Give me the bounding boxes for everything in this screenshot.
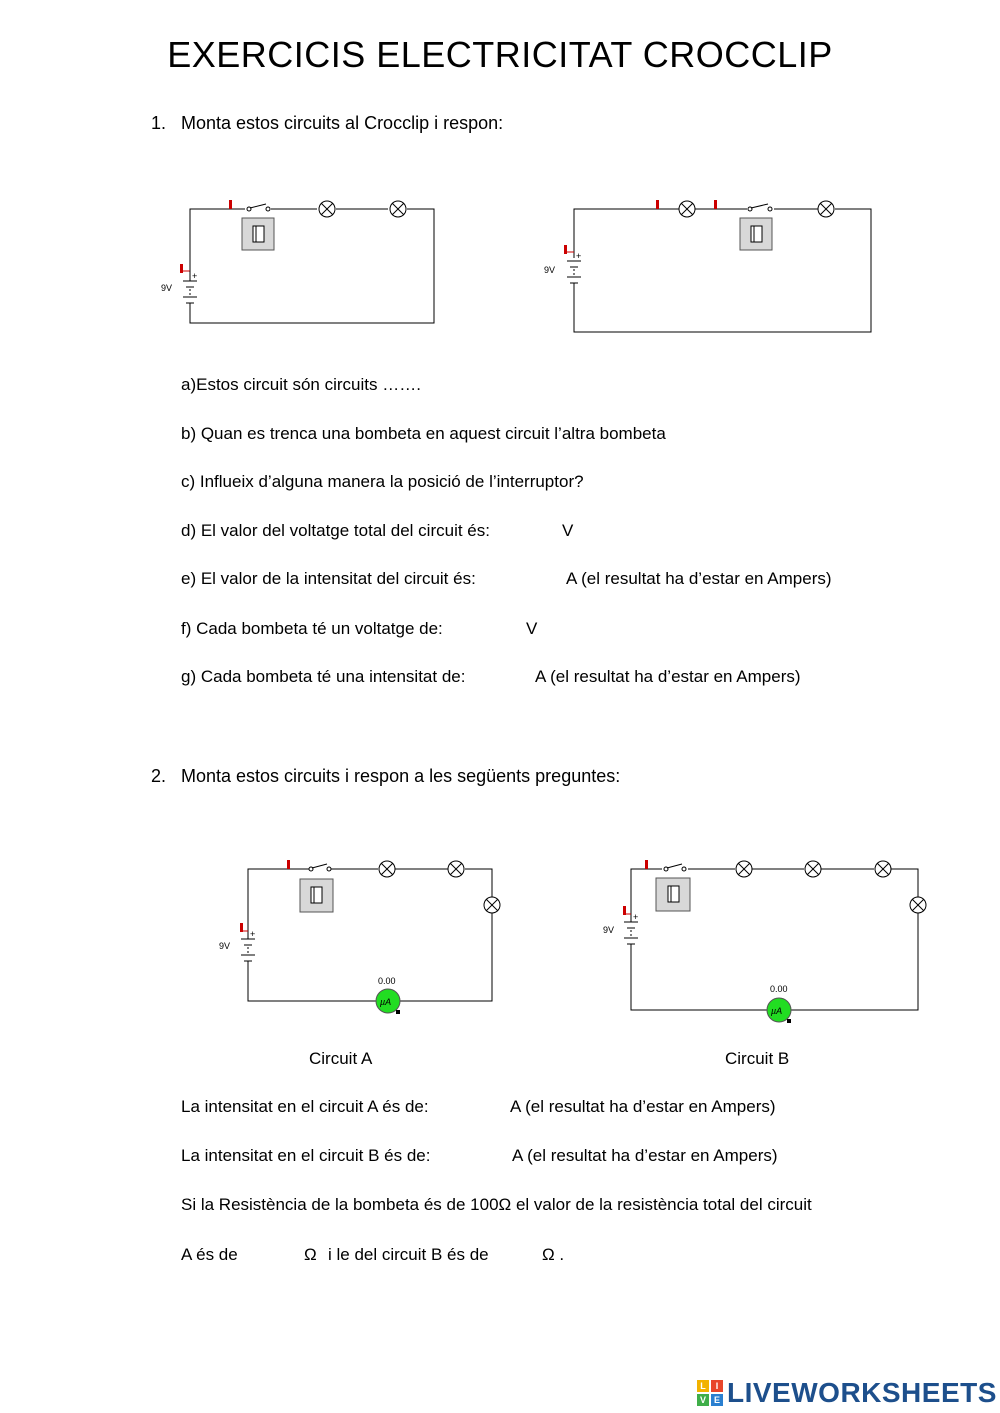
q1-item-d-unit: V (562, 521, 574, 540)
caption-circuit-a: Circuit A (309, 1049, 373, 1068)
q2-resistance-line: Si la Resistència de la bombeta és de 10… (181, 1195, 812, 1214)
logo-text: LIVEWORKSHEETS (727, 1377, 997, 1408)
q1-item-g: g) Cada bombeta té una intensitat de: (181, 667, 466, 686)
bulb-icon (909, 896, 927, 914)
bulb-icon (817, 200, 835, 218)
probe-marker (645, 860, 648, 869)
q1-item-c: c) Influeix d’alguna manera la posició d… (181, 472, 584, 491)
bulb-icon (735, 860, 753, 878)
q2-line-a: La intensitat en el circuit A és de: (181, 1097, 429, 1116)
battery-icon (180, 264, 197, 307)
q2-final-a: A és de (181, 1245, 238, 1264)
q2-final-mid: i le del circuit B és de (328, 1245, 489, 1264)
q1-number: 1. (151, 113, 167, 133)
circuit-b: + 9V 0.00 µA (603, 860, 927, 1023)
bulb-icon (389, 200, 407, 218)
q2-line-b: La intensitat en el circuit B és de: (181, 1146, 431, 1165)
bulb-icon (447, 860, 465, 878)
q1-text: Monta estos circuits al Crocclip i respo… (181, 113, 504, 133)
q1-item-f: f) Cada bombeta té un voltatge de: (181, 619, 443, 638)
switch-toggle-icon (655, 877, 691, 912)
circuit-1-right: + 9V (544, 200, 872, 333)
meter-unit: µA (380, 997, 391, 1007)
meter-reading: 0.00 (378, 976, 396, 986)
battery-plus: + (192, 271, 197, 281)
switch-icon (308, 863, 332, 872)
q1-item-b: b) Quan es trenca una bombeta en aquest … (181, 424, 666, 443)
bulb-icon (483, 896, 501, 914)
q2-number: 2. (151, 766, 167, 786)
q2-final-omega-a: Ω (304, 1245, 317, 1264)
circuit-a: + 9V 0.00 µA (219, 860, 501, 1014)
q1-item-e: e) El valor de la intensitat del circuit… (181, 569, 476, 588)
q1-item-g-unit: A (el resultat ha d’estar en Ampers) (535, 667, 801, 686)
switch-icon (246, 203, 271, 212)
ammeter-icon (375, 988, 401, 1014)
q2-text: Monta estos circuits i respon a les segü… (181, 766, 621, 786)
q2-line-a-unit: A (el resultat ha d’estar en Ampers) (510, 1097, 776, 1116)
battery-icon (240, 923, 255, 965)
q1-item-a: a)Estos circuit són circuits ……. (181, 375, 421, 394)
battery-plus: + (576, 251, 581, 261)
battery-label: 9V (161, 283, 172, 293)
liveworksheets-logo: L I V E LIVEWORKSHEETS (697, 1377, 997, 1408)
probe-marker (287, 860, 290, 869)
meter-reading: 0.00 (770, 984, 788, 994)
battery-icon (623, 906, 638, 946)
bulb-icon (678, 200, 696, 218)
switch-toggle-icon (241, 217, 275, 251)
ammeter-icon (766, 997, 792, 1023)
probe-marker (656, 200, 659, 209)
battery-plus: + (250, 929, 255, 939)
probe-marker (714, 200, 717, 209)
meter-unit: µA (771, 1006, 782, 1016)
page-title: EXERCICIS ELECTRICITAT CROCCLIP (167, 34, 833, 75)
battery-plus: + (633, 912, 638, 922)
q1-item-d: d) El valor del voltatge total del circu… (181, 521, 490, 540)
bulb-icon (804, 860, 822, 878)
battery-label: 9V (219, 941, 230, 951)
probe-marker (229, 200, 232, 209)
bulb-icon (874, 860, 892, 878)
q1-item-e-unit: A (el resultat ha d’estar en Ampers) (566, 569, 832, 588)
logo-mark-icon: L I V E (697, 1380, 723, 1406)
switch-icon (663, 863, 687, 872)
bulb-icon (378, 860, 396, 878)
caption-circuit-b: Circuit B (725, 1049, 790, 1068)
battery-icon (564, 245, 581, 284)
q2-line-b-unit: A (el resultat ha d’estar en Ampers) (512, 1146, 778, 1165)
bulb-icon (318, 200, 336, 218)
battery-label: 9V (603, 925, 614, 935)
q2-final-omega-b: Ω . (542, 1245, 565, 1264)
battery-label: 9V (544, 265, 555, 275)
q1-item-f-unit: V (526, 619, 538, 638)
circuit-1-left: + 9V (161, 200, 435, 324)
switch-toggle-icon (299, 878, 334, 913)
switch-toggle-icon (739, 217, 773, 251)
switch-icon (747, 203, 773, 212)
